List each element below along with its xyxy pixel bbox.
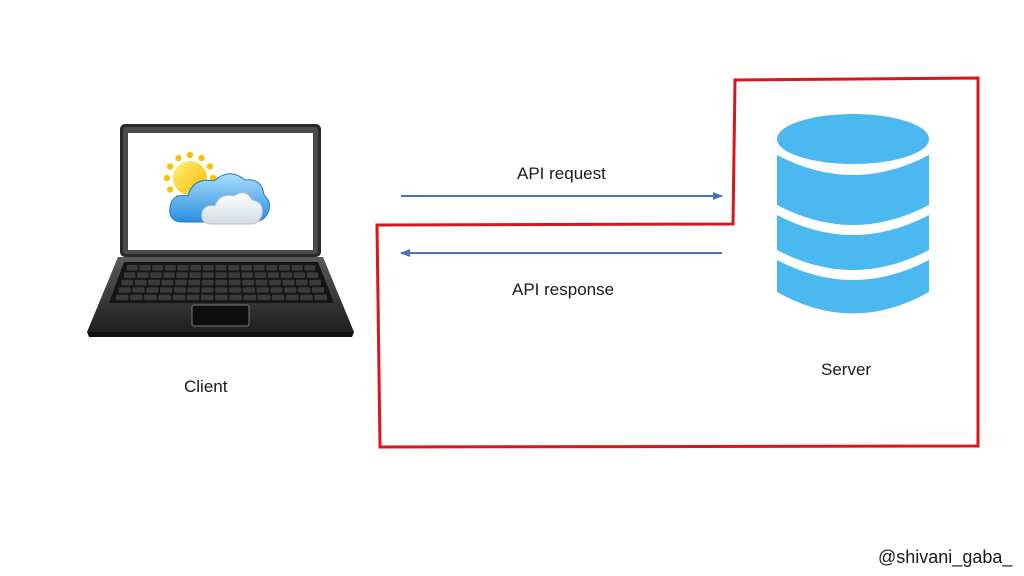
weather-sun-cloud-icon — [163, 151, 270, 225]
server-label: Server — [821, 360, 872, 379]
laptop-icon — [87, 124, 354, 337]
server-boundary — [375, 76, 980, 449]
author-credit: @shivani_gaba_ — [878, 547, 1013, 567]
api-response-label: API response — [512, 280, 615, 299]
api-request-label: API request — [517, 164, 606, 183]
client-label: Client — [184, 377, 228, 396]
database-icon — [777, 114, 929, 314]
